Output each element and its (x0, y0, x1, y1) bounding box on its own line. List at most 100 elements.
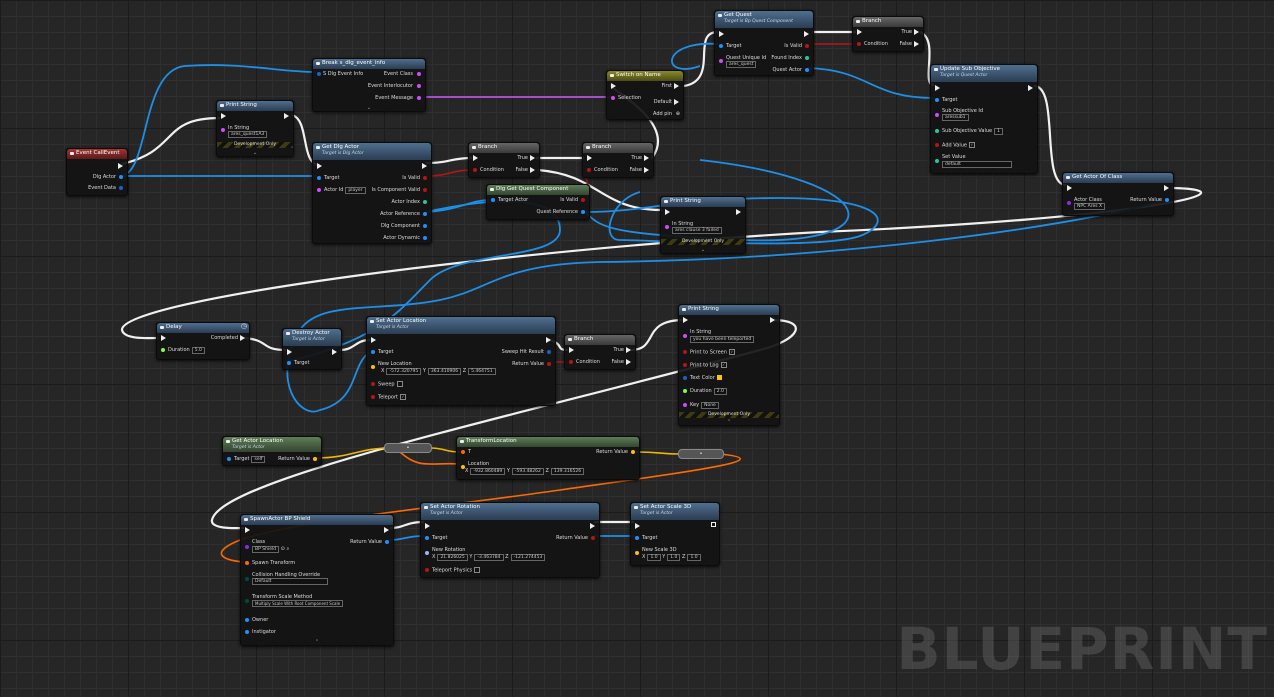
sub-objective-value-field[interactable]: 1 (994, 128, 1004, 135)
owner-pin[interactable] (245, 618, 249, 622)
in-string-pin[interactable] (221, 128, 225, 132)
dlg-actor-pin[interactable] (119, 175, 123, 179)
target-pin[interactable] (635, 536, 639, 540)
exec-in-pin[interactable] (425, 523, 430, 529)
return-value-pin[interactable] (591, 536, 595, 540)
add-value-pin[interactable] (935, 143, 939, 147)
location-y-field[interactable]: -593.48262 (511, 468, 544, 475)
sweep-hit-pin[interactable] (547, 350, 551, 354)
node-dlg-get-quest-component[interactable]: Dlg Get Quest Component Target Actor Is … (486, 184, 590, 220)
exec-in-pin[interactable] (665, 209, 670, 215)
instigator-pin[interactable] (245, 630, 249, 634)
key-pin[interactable] (683, 403, 687, 407)
scale-z-field[interactable]: 1.0 (687, 554, 701, 561)
location-x-field[interactable]: -932.860489 (470, 468, 506, 475)
exec-completed-pin[interactable] (240, 335, 245, 341)
exec-in-pin[interactable] (245, 527, 250, 533)
new-scale-pin[interactable] (635, 551, 639, 555)
node-branch-3[interactable]: Branch Condition True False (852, 16, 924, 52)
node-switch-on-name[interactable]: Switch on Name Selection First Default A… (606, 70, 684, 120)
new-rotation-pin[interactable] (425, 551, 429, 555)
teleport-physics-pin[interactable] (425, 568, 429, 572)
target-pin[interactable] (371, 350, 375, 354)
exec-true-pin[interactable] (530, 155, 535, 161)
condition-pin[interactable] (587, 168, 591, 172)
exec-false-pin[interactable] (644, 167, 649, 173)
duration-pin[interactable] (161, 348, 165, 352)
collapse-chevron-icon[interactable]: ⌃ (314, 639, 320, 645)
quest-unique-id-pin[interactable] (719, 59, 723, 63)
message-pin[interactable] (417, 96, 421, 100)
exec-out-pin[interactable] (736, 209, 741, 215)
found-index-pin[interactable] (805, 56, 809, 60)
print-log-pin[interactable] (683, 363, 687, 367)
exec-out-pin[interactable] (284, 113, 289, 119)
is-component-valid-pin[interactable] (423, 188, 427, 192)
exec-out-pin[interactable] (770, 317, 775, 323)
exec-true-pin[interactable] (626, 347, 631, 353)
node-break-event-info[interactable]: Break s_dlg_event_info S Dlg Event Info … (312, 58, 426, 112)
new-location-pin[interactable] (371, 365, 375, 369)
target-pin[interactable] (227, 457, 231, 461)
location-y-field[interactable]: 363.410906 (427, 368, 462, 375)
exec-in-pin[interactable] (371, 337, 376, 343)
reroute-node-2[interactable]: • (678, 449, 724, 459)
target-pin[interactable] (935, 98, 939, 102)
actor-reference-pin[interactable] (423, 212, 427, 216)
rotation-x-field[interactable]: 21.826025 (437, 554, 468, 561)
target-pin[interactable] (287, 361, 291, 365)
spawn-transform-pin[interactable] (245, 561, 249, 565)
expand-chevron-icon[interactable]: ⌄ (252, 150, 258, 156)
return-value-pin[interactable] (631, 450, 635, 454)
add-value-checkbox[interactable]: ✓ (969, 142, 975, 148)
exec-in-pin[interactable] (857, 29, 862, 35)
exec-out-pin[interactable] (332, 349, 337, 355)
rotation-y-field[interactable]: -3.463784 (474, 554, 504, 561)
sub-objective-value-pin[interactable] (935, 129, 939, 133)
actor-index-pin[interactable] (423, 200, 427, 204)
duration-field[interactable]: 5.0 (191, 347, 205, 354)
exec-true-pin[interactable] (914, 29, 919, 35)
node-spawn-actor[interactable]: SpawnActor BP Shield Class BP Shield ⊙ ⌕… (240, 514, 394, 646)
text-color-pin[interactable] (683, 376, 687, 380)
sub-objective-id-field[interactable]: aressub1 (942, 114, 969, 121)
condition-pin[interactable] (569, 360, 573, 364)
set-value-pin[interactable] (935, 159, 939, 163)
exec-first-pin[interactable] (674, 83, 679, 89)
exec-out-pin[interactable] (804, 31, 809, 37)
exec-false-pin[interactable] (914, 41, 919, 47)
teleport-pin[interactable] (371, 395, 375, 399)
exec-out-pin[interactable] (1164, 185, 1169, 191)
target-actor-pin[interactable] (491, 198, 495, 202)
sub-objective-id-pin[interactable] (935, 113, 939, 117)
return-value-pin[interactable] (547, 362, 551, 366)
actor-class-pin[interactable] (1067, 201, 1071, 205)
transform-scale-dropdown[interactable]: Multiply Scale With Root Component Scale (252, 600, 344, 607)
return-value-pin[interactable] (313, 457, 317, 461)
node-print-string-2[interactable]: Print String In String ares clause 3 fai… (660, 196, 746, 254)
location-z-field[interactable]: 5.464751 (468, 368, 496, 375)
exec-out-pin[interactable] (422, 163, 427, 169)
collision-pin[interactable] (245, 577, 249, 581)
exec-in-pin[interactable] (473, 155, 478, 161)
is-valid-pin[interactable] (805, 44, 809, 48)
target-self-field[interactable]: self (251, 456, 266, 463)
location-pin[interactable] (461, 465, 465, 469)
exec-in-pin[interactable] (611, 83, 616, 89)
exec-false-pin[interactable] (530, 167, 535, 173)
exec-out-pin[interactable] (546, 337, 551, 343)
node-branch-2[interactable]: Branch Condition True False (582, 142, 654, 178)
scale-x-field[interactable]: 1.0 (647, 554, 661, 561)
expand-chevron-icon[interactable]: ⌄ (366, 105, 372, 111)
collapse-chevron-icon[interactable]: ⌃ (726, 419, 732, 425)
in-string-pin[interactable] (683, 334, 687, 338)
exec-in-pin[interactable] (161, 335, 166, 341)
node-branch-1[interactable]: Branch Condition True False (468, 142, 540, 178)
teleport-checkbox[interactable]: ✓ (400, 394, 406, 400)
